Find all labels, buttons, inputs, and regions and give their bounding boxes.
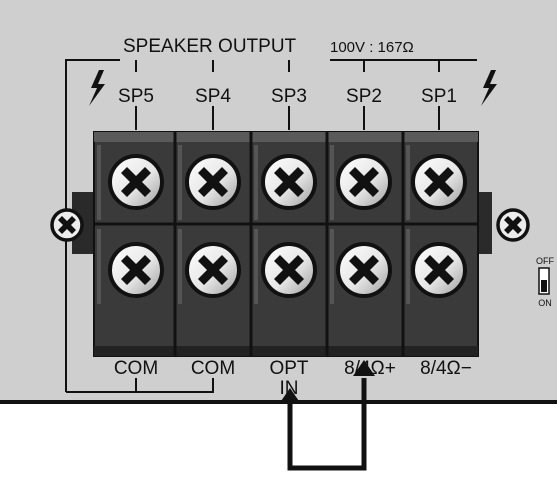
terminal-screw-sp5[interactable] [108,154,164,210]
jumper-wire [279,360,375,471]
lightning-right-icon [481,70,497,106]
terminal-screw-opt-in[interactable] [261,242,317,298]
label-sp2: SP2 [346,86,382,107]
top-bracket [65,59,477,392]
mounting-screw-right [496,208,530,242]
terminal-screw-sp3[interactable] [261,154,317,210]
label-com-2: COM [191,358,235,379]
terminal-screw-sp4[interactable] [185,154,241,210]
terminal-screw-8-4-plus[interactable] [336,242,392,298]
panel-title: SPEAKER OUTPUT [123,36,297,57]
label-sp5: SP5 [118,86,154,107]
switch-on-label: ON [538,298,552,308]
arrow-up-opt-in-icon [279,388,301,404]
label-opt: OPT [269,358,308,379]
label-com-1: COM [114,358,158,379]
switch-knob[interactable] [541,280,547,292]
lightning-left-icon [89,70,105,106]
label-sp4: SP4 [195,86,231,107]
terminal-screw-8-4-minus[interactable] [411,242,467,298]
label-8-4-minus: 8/4Ω− [420,358,472,379]
label-sp3: SP3 [271,86,307,107]
terminal-screw-com-1[interactable] [108,242,164,298]
switch-off-label: OFF [536,256,554,266]
panel-rating: 100V : 167Ω [330,39,414,56]
label-sp1: SP1 [421,86,457,107]
terminal-screw-com-2[interactable] [185,242,241,298]
terminal-screw-sp2[interactable] [336,154,392,210]
off-on-switch[interactable]: OFF ON [536,256,554,308]
arrow-up-8-4-plus-icon [353,360,375,376]
mounting-screw-left [50,208,84,242]
bottom-bracket [66,378,214,393]
terminal-screw-sp1[interactable] [411,154,467,210]
